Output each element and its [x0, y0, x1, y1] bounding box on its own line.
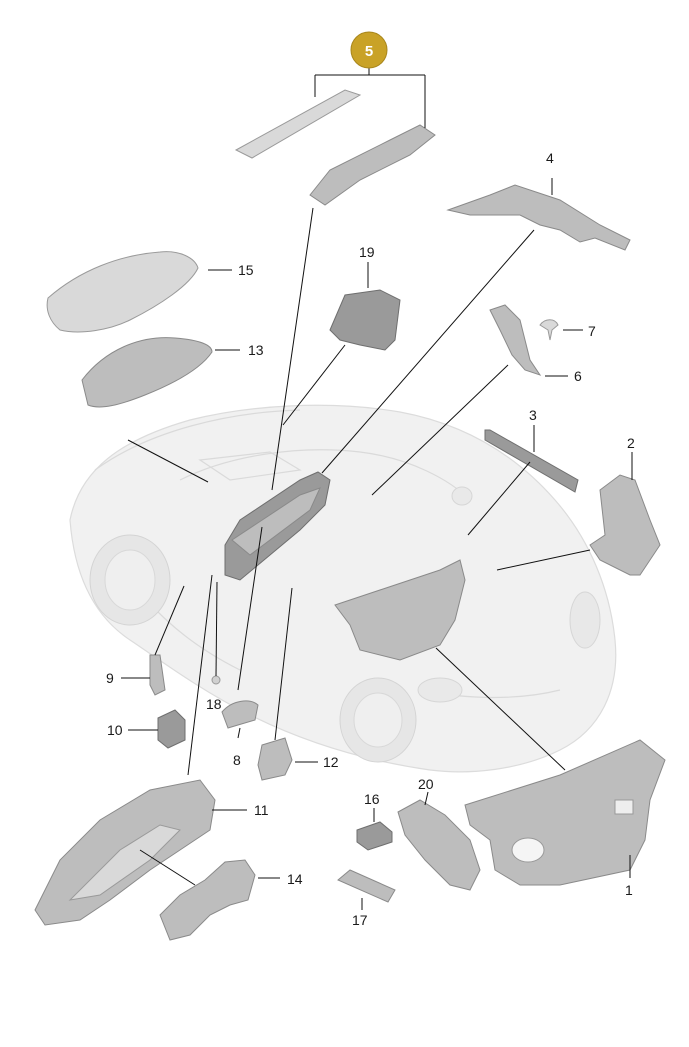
part-19-bracket[interactable] — [329, 289, 401, 351]
part-5a-upper-strip[interactable] — [234, 89, 362, 159]
callout-16[interactable]: 16 — [364, 791, 380, 807]
part-20-duct-section[interactable] — [397, 799, 481, 891]
callout-7[interactable]: 7 — [588, 323, 596, 339]
callout-8[interactable]: 8 — [233, 752, 241, 768]
callout-10[interactable]: 10 — [107, 722, 123, 738]
car-silhouette — [69, 404, 617, 773]
callout-20[interactable]: 20 — [418, 776, 434, 792]
leader-lines — [121, 66, 633, 910]
part-16-pad[interactable] — [356, 821, 393, 851]
part-3-insulation-strip[interactable] — [484, 429, 579, 493]
part-9-bracket[interactable] — [149, 654, 166, 696]
part-8-trim-piece[interactable] — [221, 700, 259, 729]
part-12-bracket[interactable] — [257, 737, 293, 781]
assembly-badge[interactable] — [350, 31, 388, 69]
part-15-insulation-mat[interactable] — [46, 251, 199, 333]
callout-15[interactable]: 15 — [238, 262, 254, 278]
part-1-bulkhead-in-car[interactable] — [334, 559, 466, 661]
part-10-module[interactable] — [157, 709, 186, 749]
callout-13[interactable]: 13 — [248, 342, 264, 358]
callout-6[interactable]: 6 — [574, 368, 582, 384]
callout-14[interactable]: 14 — [287, 871, 303, 887]
callout-2[interactable]: 2 — [627, 435, 635, 451]
callout-3[interactable]: 3 — [529, 407, 537, 423]
callout-19[interactable]: 19 — [359, 244, 375, 260]
callout-12[interactable]: 12 — [323, 754, 339, 770]
part-13-insulation-layer[interactable] — [81, 337, 213, 408]
part-6-bracket[interactable] — [489, 304, 542, 376]
callout-4[interactable]: 4 — [546, 150, 554, 166]
callout-11[interactable]: 11 — [254, 802, 269, 818]
part-2-side-panel[interactable] — [589, 474, 661, 576]
assembly-badge-number: 5 — [365, 43, 373, 60]
dashboard-crossmember-assembly — [224, 471, 331, 581]
callout-1[interactable]: 1 — [625, 882, 633, 898]
callout-17[interactable]: 17 — [352, 912, 368, 928]
part-14-duct[interactable] — [159, 859, 256, 941]
part-18-grommet[interactable] — [211, 675, 221, 685]
part-4-firewall-panel[interactable] — [446, 184, 631, 251]
part-7-clip[interactable] — [539, 319, 559, 341]
callout-9[interactable]: 9 — [106, 670, 114, 686]
part-5b-cowl-strip[interactable] — [309, 124, 436, 206]
part-17-strip[interactable] — [337, 869, 396, 903]
callout-18[interactable]: 18 — [206, 696, 222, 712]
